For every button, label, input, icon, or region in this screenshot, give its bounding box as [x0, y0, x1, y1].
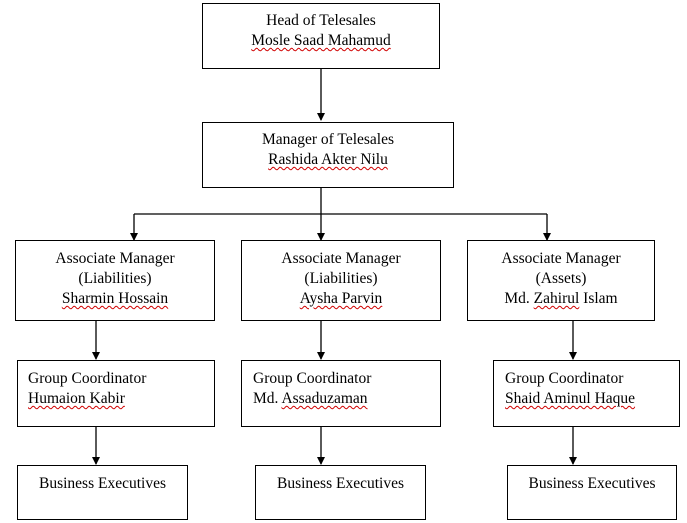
- coordinator-name: Humaion Kabir: [28, 390, 125, 407]
- coordinator-title: Group Coordinator: [253, 370, 372, 387]
- associate-title: Associate Manager: [55, 250, 175, 267]
- coordinator-name-highlight: Assaduzaman: [281, 390, 368, 407]
- associate-name: Sharmin Hossain: [61, 290, 169, 307]
- manager-of-telesales-box: Manager of Telesales Rashida Akter Nilu: [202, 122, 454, 188]
- head-name: Mosle Saad Mahamud: [251, 32, 391, 49]
- group-coordinator-box-3: Group Coordinator Shaid Aminul Haque: [493, 360, 680, 427]
- business-executives-box-1: Business Executives: [17, 465, 188, 520]
- associate-name-highlight: Zahirul: [533, 290, 580, 307]
- associate-manager-box-1: Associate Manager (Liabilities) Sharmin …: [15, 240, 215, 321]
- associate-name: Aysha Parvin: [299, 290, 383, 307]
- associate-type: (Liabilities): [78, 270, 152, 287]
- manager-title: Manager of Telesales: [261, 131, 395, 148]
- executives-label: Business Executives: [277, 475, 404, 492]
- executives-label: Business Executives: [39, 475, 166, 492]
- coordinator-title: Group Coordinator: [28, 370, 147, 387]
- associate-manager-box-2: Associate Manager (Liabilities) Aysha Pa…: [241, 240, 441, 321]
- business-executives-box-3: Business Executives: [507, 465, 677, 520]
- coordinator-name: Md. Assaduzaman: [253, 390, 368, 407]
- coordinator-name: Shaid Aminul Haque: [505, 390, 636, 407]
- group-coordinator-box-2: Group Coordinator Md. Assaduzaman: [241, 360, 441, 427]
- executives-label: Business Executives: [528, 475, 656, 492]
- group-coordinator-box-1: Group Coordinator Humaion Kabir: [17, 360, 215, 427]
- associate-manager-box-3: Associate Manager (Assets) Md. Zahirul I…: [467, 240, 655, 321]
- manager-name: Rashida Akter Nilu: [268, 151, 388, 168]
- associate-name: Md. Zahirul Islam: [504, 290, 618, 307]
- head-title: Head of Telesales: [266, 12, 376, 29]
- associate-type: (Assets): [535, 270, 587, 287]
- associate-title: Associate Manager: [281, 250, 401, 267]
- coordinator-title: Group Coordinator: [505, 370, 624, 387]
- associate-title: Associate Manager: [501, 250, 621, 267]
- business-executives-box-2: Business Executives: [255, 465, 426, 520]
- head-of-telesales-box: Head of Telesales Mosle Saad Mahamud: [202, 3, 440, 69]
- associate-type: (Liabilities): [304, 270, 378, 287]
